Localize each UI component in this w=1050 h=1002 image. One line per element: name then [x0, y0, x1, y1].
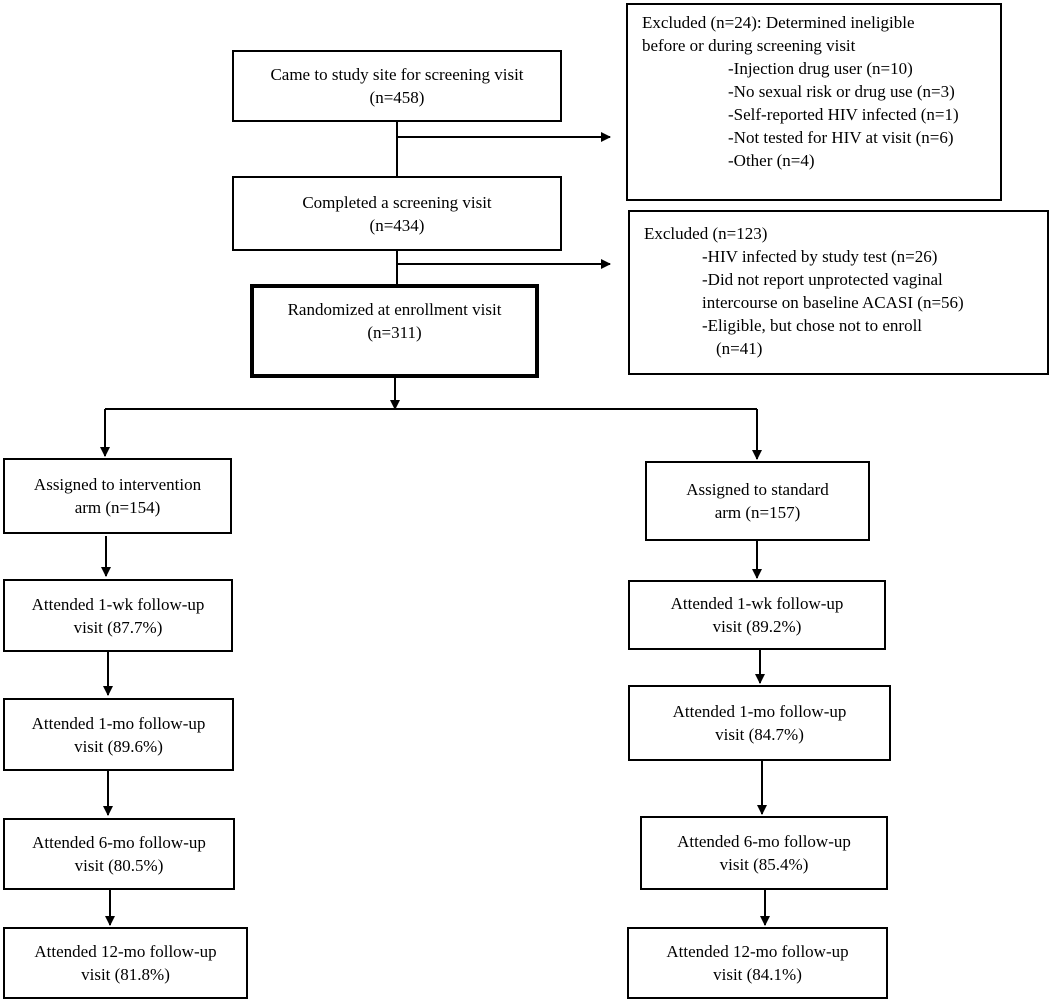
visit-rate: visit (89.6%)	[74, 736, 163, 756]
excluded-reason: intercourse on baseline ACASI (n=56)	[702, 293, 964, 312]
excluded-reason: -Injection drug user (n=10)	[728, 59, 913, 78]
intervention-12mo-box: Attended 12-mo follow-up visit (81.8%)	[3, 927, 248, 999]
visit-rate: visit (84.7%)	[715, 725, 804, 744]
standard-arm-box: Assigned to standard arm (n=157)	[645, 461, 870, 541]
intervention-6mo-box: Attended 6-mo follow-up visit (80.5%)	[3, 818, 235, 890]
visit-rate: visit (81.8%)	[81, 965, 170, 984]
visit-rate: visit (85.4%)	[719, 855, 809, 874]
excluded-reason: -Eligible, but chose not to enroll	[702, 316, 923, 335]
visit-rate: visit (87.7%)	[73, 617, 163, 637]
excluded-reason: (n=41)	[716, 339, 763, 358]
randomized-box: Randomized at enrollment visit (n=311)	[250, 284, 539, 378]
excluded-reason: -Not tested for HIV at visit (n=6)	[728, 128, 954, 147]
visit-label: Attended 12-mo follow-up	[34, 942, 217, 961]
intervention-1mo-box: Attended 1-mo follow-up visit (89.6%)	[3, 698, 234, 771]
visit-rate: visit (80.5%)	[74, 856, 164, 875]
screening-visit-label: Came to study site for screening visit	[270, 65, 524, 84]
completed-screening-box: Completed a screening visit (n=434)	[232, 176, 562, 251]
excluded-reason: -HIV infected by study test (n=26)	[702, 247, 938, 266]
visit-label: Attended 12-mo follow-up	[666, 942, 849, 961]
standard-arm-count: arm (n=157)	[714, 503, 801, 522]
standard-6mo-box: Attended 6-mo follow-up visit (85.4%)	[640, 816, 888, 890]
visit-label: Attended 6-mo follow-up	[32, 833, 206, 852]
excluded-reason: -Self-reported HIV infected (n=1)	[728, 105, 959, 124]
excluded-reason: -No sexual risk or drug use (n=3)	[728, 82, 955, 101]
randomized-label: Randomized at enrollment visit	[287, 300, 502, 319]
standard-1wk-box: Attended 1-wk follow-up visit (89.2%)	[628, 580, 886, 650]
excluded-ineligible-subtitle: before or during screening visit	[642, 36, 856, 55]
completed-screening-count: (n=434)	[369, 215, 425, 235]
completed-screening-label: Completed a screening visit	[302, 192, 492, 212]
randomized-count: (n=311)	[367, 323, 422, 342]
excluded-reason: -Other (n=4)	[728, 151, 815, 170]
excluded-enrollment-title: Excluded (n=123)	[644, 224, 768, 243]
excluded-ineligible-title: Excluded (n=24): Determined ineligible	[642, 13, 915, 32]
intervention-arm-count: arm (n=154)	[74, 498, 161, 517]
visit-label: Attended 1-wk follow-up	[670, 594, 844, 613]
visit-label: Attended 1-mo follow-up	[31, 713, 206, 733]
visit-label: Attended 1-wk follow-up	[31, 594, 205, 614]
standard-12mo-box: Attended 12-mo follow-up visit (84.1%)	[627, 927, 888, 999]
visit-rate: visit (89.2%)	[712, 617, 802, 636]
screening-visit-box: Came to study site for screening visit (…	[232, 50, 562, 122]
screening-visit-count: (n=458)	[369, 88, 425, 107]
intervention-arm-box: Assigned to intervention arm (n=154)	[3, 458, 232, 534]
intervention-1wk-box: Attended 1-wk follow-up visit (87.7%)	[3, 579, 233, 652]
excluded-enrollment-box: Excluded (n=123) -HIV infected by study …	[628, 210, 1049, 375]
excluded-ineligible-box: Excluded (n=24): Determined ineligible b…	[626, 3, 1002, 201]
intervention-arm-label: Assigned to intervention	[33, 475, 202, 494]
standard-arm-label: Assigned to standard	[686, 480, 829, 499]
excluded-reason: -Did not report unprotected vaginal	[702, 270, 943, 289]
standard-1mo-box: Attended 1-mo follow-up visit (84.7%)	[628, 685, 891, 761]
visit-label: Attended 1-mo follow-up	[672, 702, 847, 721]
visit-label: Attended 6-mo follow-up	[677, 832, 851, 851]
visit-rate: visit (84.1%)	[713, 965, 802, 984]
